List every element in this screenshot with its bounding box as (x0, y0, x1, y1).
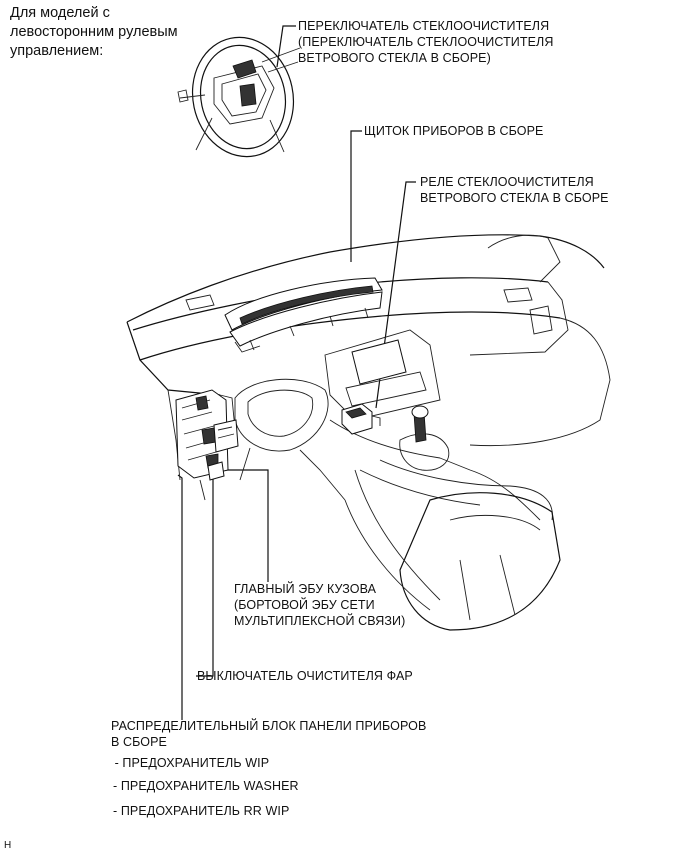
combination-meter-drawing (224, 277, 383, 353)
wiper-relay-drawing (341, 403, 381, 435)
steering-wheel-inset (177, 36, 301, 158)
figure-code: H (4, 840, 12, 851)
label-wiper-switch: ПЕРЕКЛЮЧАТЕЛЬ СТЕКЛООЧИСТИТЕЛЯ (ПЕРЕКЛЮЧ… (298, 19, 554, 65)
label-fuse-wip: - ПРЕДОХРАНИТЕЛЬ WIP (111, 756, 270, 770)
label-headlamp-cleaner-switch: ВЫКЛЮЧАТЕЛЬ ОЧИСТИТЕЛЯ ФАР (197, 669, 413, 683)
junction-block-drawing (175, 389, 239, 481)
label-main-body-ecu: ГЛАВНЫЙ ЭБУ КУЗОВА (БОРТОВОЙ ЭБУ СЕТИ МУ… (234, 582, 406, 628)
lhd-models-note: Для моделей с левосторонним рулевым упра… (10, 5, 178, 59)
label-fuse-washer: - ПРЕДОХРАНИТЕЛЬ WASHER (113, 779, 299, 793)
label-fuse-rr-wip: - ПРЕДОХРАНИТЕЛЬ RR WIP (113, 804, 290, 818)
label-junction-block: РАСПРЕДЕЛИТЕЛЬНЫЙ БЛОК ПАНЕЛИ ПРИБОРОВ В… (111, 719, 427, 749)
label-combination-meter: ЩИТОК ПРИБОРОВ В СБОРЕ (364, 124, 544, 138)
label-wiper-relay: РЕЛЕ СТЕКЛООЧИСТИТЕЛЯ ВЕТРОВОГО СТЕКЛА В… (420, 175, 609, 205)
